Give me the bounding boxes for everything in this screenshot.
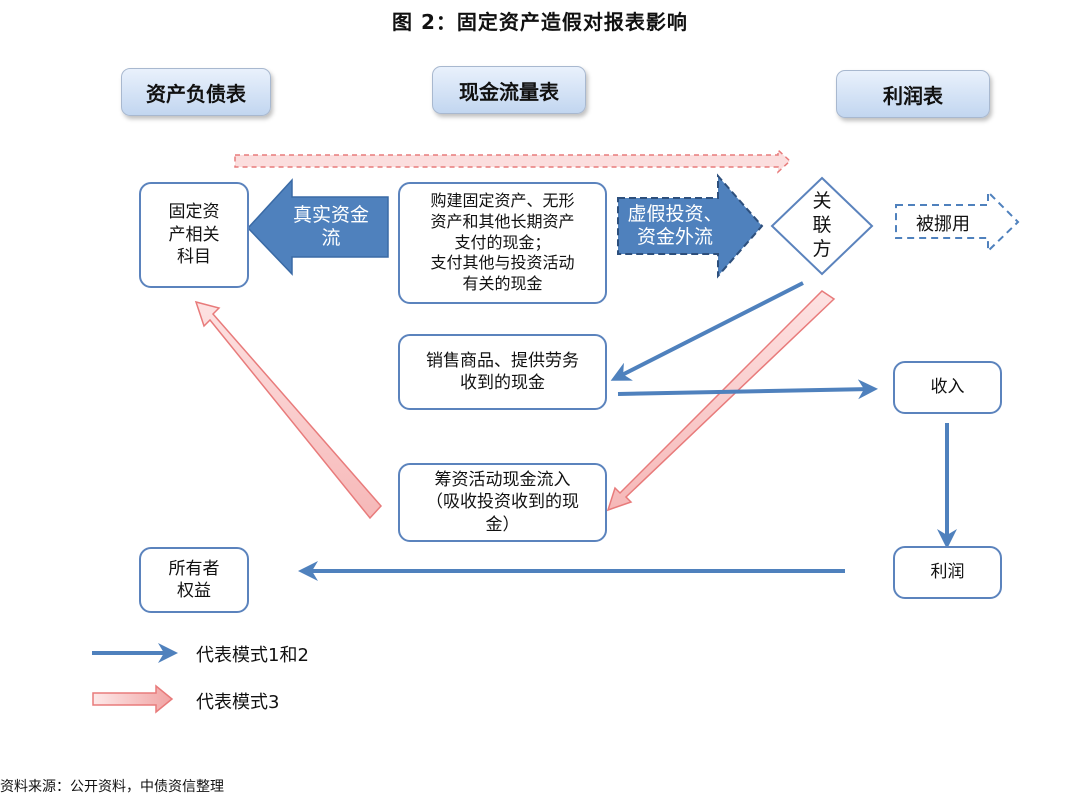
sales-cash-box: 销售商品、提供劳务 收到的现金 [398, 334, 607, 410]
fixed-assets-line-1: 固定资 [168, 202, 220, 223]
legend-mode-1-2: 代表模式1和2 [196, 645, 309, 666]
sales-cash-line-1: 销售商品、提供劳务 [426, 350, 579, 371]
fixed-assets-box: 固定资 产相关 科目 [139, 182, 249, 288]
header-income-statement: 利润表 [836, 70, 990, 118]
owners-equity-box: 所有者 权益 [139, 547, 249, 613]
financing-cash-line-2: （吸收投资收到的现 [426, 492, 579, 513]
purchase-cash-line-3: 支付的现金； [454, 232, 551, 252]
fake-investment-line-2: 资金外流 [636, 225, 713, 248]
real-cash-flow-label: 真实资金 流 [283, 204, 379, 250]
fake-investment-label: 虚假投资、 资金外流 [620, 203, 730, 249]
fake-investment-arrow [617, 173, 764, 279]
real-cash-flow-line-2: 流 [321, 226, 341, 249]
mode3-arrow-financing-to-fixed-assets [194, 300, 383, 520]
purchase-cash-line-2: 资产和其他长期资产 [430, 211, 575, 231]
arrow-related-party-to-sales [610, 281, 804, 381]
mode3-top-dashed-arrow [234, 148, 792, 174]
related-party-char-3: 方 [812, 238, 832, 260]
header-cash-flow: 现金流量表 [432, 66, 586, 114]
financing-cash-line-1: 筹资活动现金流入 [434, 469, 571, 490]
profit-box: 利润 [893, 546, 1002, 599]
figure-title: 图 2：固定资产造假对报表影响 [392, 10, 688, 34]
real-cash-flow-line-1: 真实资金 [292, 204, 369, 226]
fake-investment-line-1: 虚假投资、 [627, 203, 723, 225]
owners-equity-line-2: 权益 [177, 581, 211, 601]
revenue-box: 收入 [893, 361, 1002, 414]
misappropriated-arrow [895, 189, 1020, 254]
misappropriated-label: 被挪用 [916, 214, 970, 235]
real-cash-flow-arrow [246, 178, 389, 276]
legend-mode-3: 代表模式3 [196, 692, 280, 713]
purchase-cash-line-1: 购建固定资产、无形 [430, 191, 575, 210]
financing-cash-box: 筹资活动现金流入 （吸收投资收到的现 金） [398, 463, 607, 542]
fixed-assets-line-3: 科目 [177, 247, 211, 268]
fixed-assets-line-2: 产相关 [168, 224, 220, 245]
related-party-label: 关 联 方 [808, 189, 836, 261]
owners-equity-line-1: 所有者 [168, 558, 220, 579]
header-balance-sheet: 资产负债表 [121, 68, 271, 116]
source-note: 资料来源：公开资料，中债资信整理 [0, 779, 224, 795]
related-party-char-1: 关 [812, 190, 832, 212]
related-party-char-2: 联 [812, 214, 832, 236]
mode3-arrow-related-party-to-financing [606, 290, 836, 512]
financing-cash-line-3: 金） [485, 514, 520, 535]
legend-pink-arrow [92, 684, 174, 714]
related-party-diamond [770, 176, 874, 276]
purchase-cash-line-5: 有关的现金 [462, 274, 543, 294]
purchase-cash-box: 购建固定资产、无形 资产和其他长期资产 支付的现金； 支付其他与投资活动 有关的… [398, 182, 607, 304]
arrow-sales-to-revenue [617, 379, 878, 400]
purchase-cash-line-4: 支付其他与投资活动 [430, 253, 575, 273]
sales-cash-line-2: 收到的现金 [460, 373, 545, 393]
